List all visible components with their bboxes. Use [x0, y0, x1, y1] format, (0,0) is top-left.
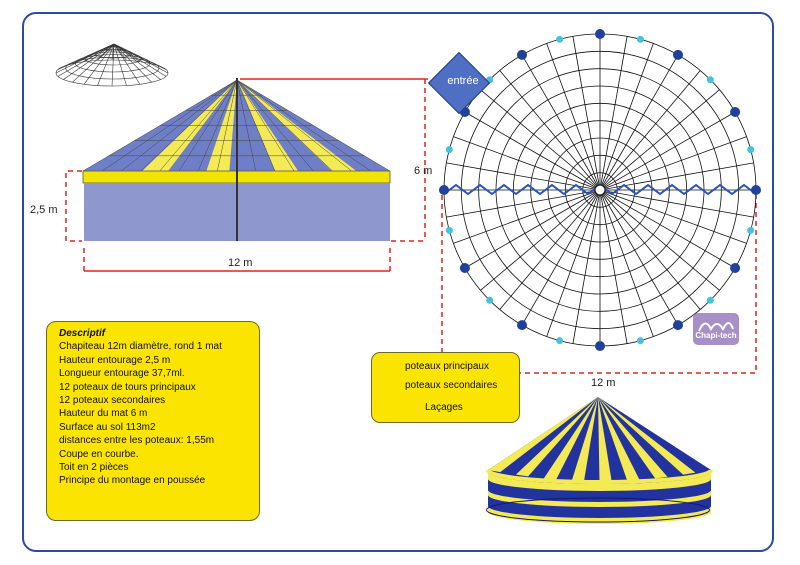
side-elevation [82, 78, 391, 241]
description-line: Longueur entourage 37,7ml. [59, 368, 185, 380]
description-line: 12 poteaux secondaires [59, 395, 166, 407]
mini-wireframe-tent [55, 43, 169, 87]
description-title: Descriptif [59, 328, 106, 339]
description-line: Hauteur entourage 2,5 m [59, 354, 171, 366]
dimension-lines [65, 78, 757, 374]
plan-width-label: 12 m [591, 377, 616, 389]
legend-secondary-posts: poteaux secondaires [405, 380, 498, 391]
rendered-tent [486, 397, 713, 524]
description-line: Coupe en courbe. [59, 448, 139, 460]
entrance-label: entrée [447, 75, 479, 87]
description-line: 12 poteaux de tours principaux [59, 381, 196, 393]
side-width-label: 12 m [228, 257, 253, 269]
description-box: Descriptif Chapiteau 12m diamètre, rond … [46, 321, 260, 521]
description-line: distances entre les poteaux: 1,55m [59, 435, 215, 447]
plan-width-dim [441, 195, 757, 374]
description-line: Hauteur du mat 6 m [59, 408, 148, 420]
description-line: Chapiteau 12m diamètre, rond 1 mat [59, 341, 222, 353]
wall-height-dim [65, 170, 82, 242]
description-line: Principe du montage en poussée [59, 475, 206, 487]
description-line: Toit en 2 pièces [59, 462, 129, 474]
legend-lacing: Laçages [425, 402, 463, 413]
logo-text: Chapi-tech [695, 331, 737, 340]
chapitech-logo [693, 313, 739, 345]
mast-height-label: 6 m [414, 165, 433, 177]
page-frame [22, 12, 774, 552]
logo-icon [698, 322, 734, 332]
legend-main-posts: poteaux principaux [405, 361, 489, 372]
description-line: Surface au sol 113m2 [59, 421, 156, 433]
plan-view [439, 29, 761, 351]
legend-box: poteaux principaux poteaux secondaires L… [371, 352, 520, 423]
wall-height-label: 2,5 m [30, 204, 58, 216]
